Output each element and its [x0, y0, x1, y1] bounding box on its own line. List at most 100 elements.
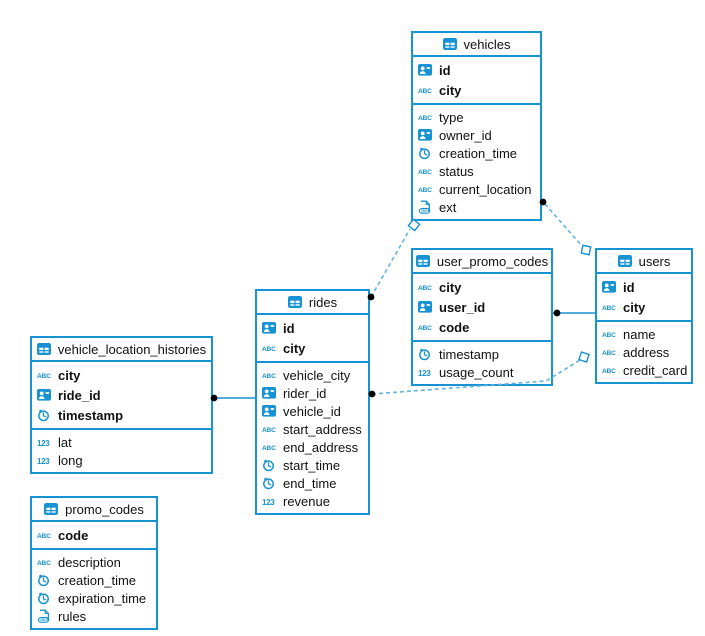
- column-name: id: [623, 279, 635, 295]
- column-row-end_time: end_time: [257, 474, 368, 492]
- column-row-id: id: [597, 277, 691, 297]
- column-name: usage_count: [439, 364, 514, 380]
- id-icon: [262, 405, 278, 417]
- svg-text:ABC: ABC: [262, 346, 276, 353]
- table-title: rides: [308, 294, 338, 310]
- time-icon: [37, 592, 53, 605]
- column-name: id: [283, 320, 295, 336]
- relation-endpoint-diamond: [578, 351, 590, 363]
- json-icon: JSON: [418, 200, 434, 214]
- column-name: type: [439, 109, 464, 125]
- column-name: current_location: [439, 181, 532, 197]
- time-icon: [262, 477, 278, 490]
- svg-text:ABC: ABC: [37, 560, 51, 567]
- column-row-start_time: start_time: [257, 456, 368, 474]
- svg-text:123: 123: [37, 439, 50, 448]
- column-row-id: id: [413, 60, 540, 80]
- table-title: vehicle_location_histories: [57, 341, 207, 357]
- relation-rides-vehicles-line[interactable]: [370, 228, 411, 298]
- table-icon: [415, 255, 432, 267]
- column-name: rules: [58, 608, 87, 624]
- table-header: vehicle_location_histories: [32, 338, 211, 362]
- time-icon: [37, 409, 53, 422]
- column-row-owner_id: owner_id: [413, 126, 540, 144]
- columns-section: 123 lat 123 long: [32, 430, 211, 472]
- table-title: promo_codes: [65, 501, 144, 517]
- column-name: long: [58, 452, 83, 468]
- table-header: user_promo_codes: [413, 250, 551, 274]
- column-row-rider_id: rider_id: [257, 384, 368, 402]
- column-name: timestamp: [439, 346, 499, 362]
- text-icon: ABC: [418, 166, 434, 176]
- column-row-address: ABC address: [597, 343, 691, 361]
- column-row-revenue: 123 revenue: [257, 492, 368, 510]
- column-row-id: id: [257, 318, 368, 338]
- column-row-description: ABC description: [32, 553, 156, 571]
- column-name: vehicle_id: [283, 403, 341, 419]
- column-name: name: [623, 326, 656, 342]
- column-name: user_id: [439, 299, 486, 315]
- text-icon: ABC: [37, 557, 53, 567]
- svg-text:JSON: JSON: [40, 618, 50, 622]
- svg-text:ABC: ABC: [418, 115, 432, 122]
- column-name: start_address: [283, 421, 362, 437]
- number-icon: 123: [418, 367, 434, 378]
- text-icon: ABC: [262, 343, 278, 353]
- column-name: code: [58, 527, 89, 543]
- text-icon: ABC: [602, 347, 618, 357]
- svg-text:123: 123: [262, 498, 275, 507]
- column-row-timestamp: timestamp: [32, 405, 211, 425]
- table-icon: [44, 503, 60, 515]
- column-row-expiration_time: expiration_time: [32, 589, 156, 607]
- column-name: description: [58, 554, 121, 570]
- column-name: status: [439, 163, 474, 179]
- column-row-creation_time: creation_time: [32, 571, 156, 589]
- text-icon: ABC: [602, 302, 618, 312]
- number-icon: 123: [262, 496, 278, 507]
- primary-key-section: ABC code: [32, 522, 156, 550]
- svg-text:123: 123: [37, 457, 50, 466]
- number-icon: 123: [37, 437, 53, 448]
- column-name: vehicle_city: [283, 367, 351, 383]
- column-name: lat: [58, 434, 72, 450]
- table-title: vehicles: [463, 36, 511, 52]
- column-name: timestamp: [58, 407, 124, 423]
- column-name: revenue: [283, 493, 330, 509]
- column-row-creation_time: creation_time: [413, 144, 540, 162]
- text-icon: ABC: [37, 530, 53, 540]
- column-name: end_time: [283, 475, 337, 491]
- table-header: promo_codes: [32, 498, 156, 522]
- column-row-user_id: user_id: [413, 297, 551, 317]
- time-icon: [262, 459, 278, 472]
- text-icon: ABC: [37, 370, 53, 380]
- svg-text:ABC: ABC: [602, 305, 616, 312]
- id-icon: [37, 389, 53, 401]
- columns-section: timestamp 123 usage_count: [413, 342, 551, 384]
- svg-text:ABC: ABC: [418, 169, 432, 176]
- id-icon: [262, 387, 278, 399]
- svg-text:ABC: ABC: [602, 368, 616, 375]
- relation-vehicles-users-line[interactable]: [544, 203, 583, 247]
- column-name: address: [623, 344, 670, 360]
- svg-text:ABC: ABC: [262, 373, 276, 380]
- relation-rides-users-line[interactable]: [371, 359, 581, 395]
